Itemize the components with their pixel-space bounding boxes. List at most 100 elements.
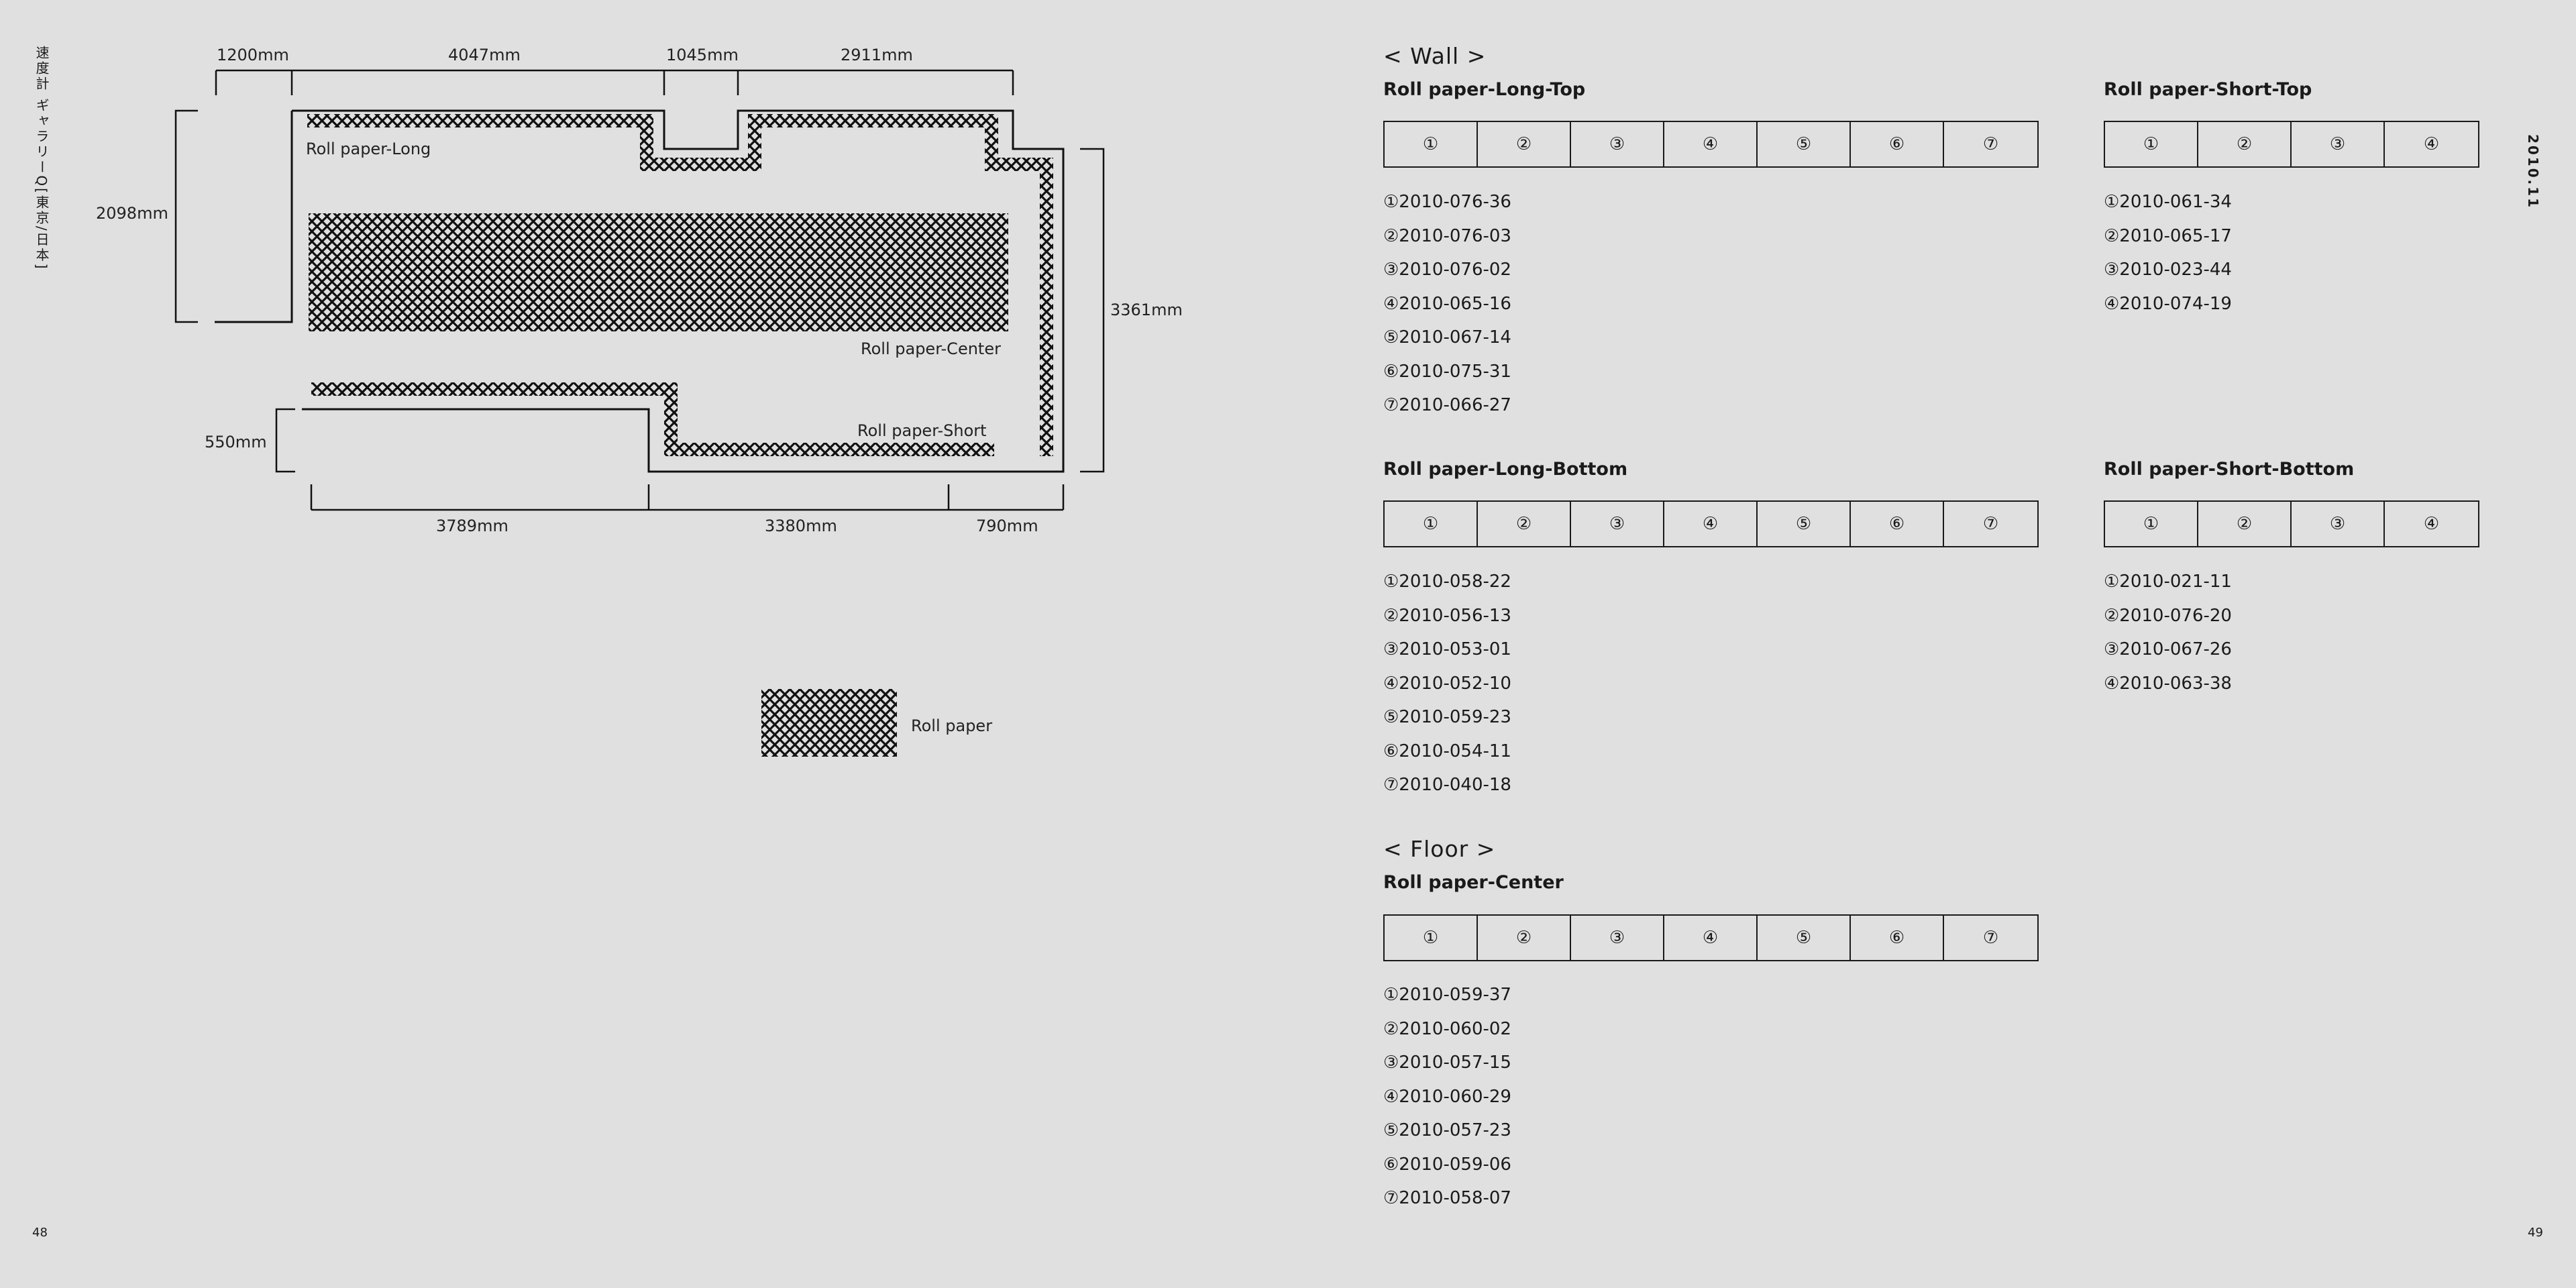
dimension-line-right [1080,148,1105,473]
strip-cell: ② [1478,916,1571,960]
list-item: ④2010-060-29 [1383,1086,1511,1107]
strip-cell: ② [1478,502,1571,546]
list-item: ①2010-061-34 [2104,192,2232,213]
label-roll-paper-long: Roll paper-Long [306,140,431,158]
strip-cell: ⑦ [1982,134,1999,154]
list-item: ⑦2010-040-18 [1383,775,1511,796]
list-item: ②2010-056-13 [1383,605,1511,626]
list-item: ①2010-058-22 [1383,572,1511,592]
dim-right: 3361mm [1110,301,1183,319]
segment-strip-short-bottom: ① ② ③ ④ [2104,500,2479,547]
list-item: ⑥2010-054-11 [1383,741,1511,761]
strip-cell: ④ [1664,502,1758,546]
wall-outline-bottom [302,408,959,473]
date-caption: 2010.11 [2525,134,2541,210]
dimension-line-left [174,109,198,323]
roll-paper-short [311,382,994,456]
roll-paper-long [307,114,1053,456]
strip-cell: ⑦ [1982,928,1999,948]
list-item: ③2010-057-15 [1383,1053,1511,1073]
dim-top-4: 2911mm [841,46,913,64]
page-number-right: 49 [2528,1226,2543,1240]
label-roll-paper-short: Roll paper-Short [857,421,987,440]
dim-small-left: 550mm [205,433,267,451]
dimension-lines-bottom [310,484,1065,511]
dimension-line-small [275,408,295,473]
dim-top-1: 1200mm [217,46,289,64]
list-item: ①2010-059-37 [1383,985,1511,1006]
side-caption: 速度計 ギャラリーQ[東京/日本] [34,46,50,271]
list-item: ⑥2010-059-06 [1383,1154,1511,1175]
group-title-short-top: Roll paper-Short-Top [2104,79,2312,100]
roll-paper-center [309,213,1008,331]
strip-cell: ④ [2423,514,2440,534]
code-list-short-bottom: ①2010-021-11 ②2010-076-20 ③2010-067-26 ④… [2104,565,2232,700]
list-item: ⑦2010-066-27 [1383,395,1511,416]
list-item: ②2010-076-20 [2104,605,2232,626]
list-item: ②2010-065-17 [2104,225,2232,246]
strip-cell: ① [2105,502,2198,546]
strip-cell: ⑤ [1758,916,1851,960]
list-item: ④2010-065-16 [1383,293,1511,314]
dim-bottom-3: 790mm [976,517,1038,535]
code-list-center: ①2010-059-37 ②2010-060-02 ③2010-057-15 ④… [1383,978,1511,1216]
wall-heading: < Wall > [1383,43,1487,69]
dim-bottom-1: 3789mm [436,517,508,535]
list-item: ③2010-023-44 [2104,260,2232,280]
floor-plan: 1200mm 4047mm 1045mm 2911mm 2098mm 3361m… [96,46,1183,757]
strip-cell: ② [2198,502,2292,546]
list-item: ④2010-052-10 [1383,673,1511,694]
strip-cell: ① [1385,916,1478,960]
group-title-center: Roll paper-Center [1383,872,1564,893]
strip-cell: ③ [2292,502,2385,546]
list-item: ⑤2010-057-23 [1383,1120,1511,1141]
code-list-short-top: ①2010-061-34 ②2010-065-17 ③2010-023-44 ④… [2104,185,2232,321]
strip-cell: ⑦ [1982,514,1999,534]
strip-cell: ⑤ [1758,502,1851,546]
strip-cell: ② [2198,122,2292,166]
group-title-long-top: Roll paper-Long-Top [1383,79,1586,100]
strip-cell: ③ [1571,502,1664,546]
strip-cell: ④ [1664,122,1758,166]
dim-top-2: 4047mm [448,46,521,64]
list-item: ①2010-076-36 [1383,192,1511,213]
page-number-left: 48 [32,1226,48,1240]
strip-cell: ① [2105,122,2198,166]
strip-cell: ③ [2292,122,2385,166]
list-item: ⑦2010-058-07 [1383,1188,1511,1209]
list-item: ②2010-060-02 [1383,1018,1511,1039]
dim-left: 2098mm [96,204,168,223]
strip-cell: ④ [1664,916,1758,960]
list-item: ⑥2010-075-31 [1383,361,1511,382]
strip-cell: ⑥ [1851,502,1944,546]
wall-outline-left [215,111,293,323]
list-item: ⑤2010-067-14 [1383,327,1511,348]
strip-cell: ⑥ [1851,122,1944,166]
list-item: ③2010-053-01 [1383,639,1511,660]
strip-cell: ③ [1571,916,1664,960]
segment-strip-long-bottom: ① ② ③ ④ ⑤ ⑥ ⑦ [1383,500,2039,547]
legend-label: Roll paper [911,716,992,735]
strip-cell: ③ [1571,122,1664,166]
floor-heading: < Floor > [1383,836,1496,862]
strip-cell: ① [1385,122,1478,166]
strip-cell: ② [1478,122,1571,166]
strip-cell: ④ [2423,134,2440,154]
code-list-long-bottom: ①2010-058-22 ②2010-056-13 ③2010-053-01 ④… [1383,565,1511,802]
list-item: ④2010-074-19 [2104,293,2232,314]
list-item: ①2010-021-11 [2104,572,2232,592]
list-item: ③2010-067-26 [2104,639,2232,660]
segment-strip-short-top: ① ② ③ ④ [2104,121,2479,168]
group-title-long-bottom: Roll paper-Long-Bottom [1383,459,1628,480]
segment-strip-long-top: ① ② ③ ④ ⑤ ⑥ ⑦ [1383,121,2039,168]
strip-cell: ⑥ [1851,916,1944,960]
wall-outline [292,109,1065,473]
segment-strip-center: ① ② ③ ④ ⑤ ⑥ ⑦ [1383,914,2039,961]
label-roll-paper-center: Roll paper-Center [861,339,1001,358]
dim-top-3: 1045mm [666,46,739,64]
strip-cell: ① [1385,502,1478,546]
list-item: ⑤2010-059-23 [1383,707,1511,728]
dim-bottom-2: 3380mm [765,517,837,535]
group-title-short-bottom: Roll paper-Short-Bottom [2104,459,2355,480]
legend-swatch [761,689,897,757]
